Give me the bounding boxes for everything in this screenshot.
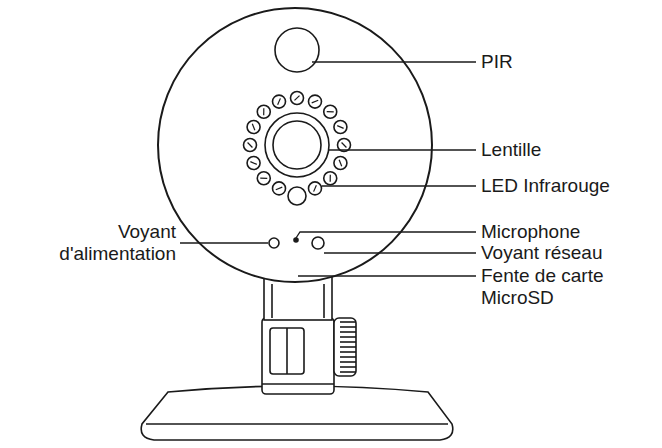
knurl-stroke — [340, 341, 356, 343]
knob — [334, 318, 356, 376]
ir-led-mark — [314, 185, 317, 191]
knurl-stroke — [340, 336, 356, 338]
leader-line — [312, 61, 476, 62]
bracket-line — [262, 383, 334, 385]
ir-led — [334, 121, 347, 134]
leader-line — [180, 242, 268, 243]
leader-line — [329, 149, 476, 150]
ir-led-mark — [294, 96, 299, 101]
ir-led — [247, 156, 260, 169]
ir-led-mark — [252, 124, 255, 131]
knurl-stroke — [340, 361, 356, 363]
ir-led-mark — [327, 111, 334, 112]
ir-led-mark — [330, 175, 331, 182]
ir-led-mark — [276, 187, 283, 190]
neck-line — [323, 284, 325, 318]
light-sensor — [288, 187, 306, 205]
bracket — [262, 318, 334, 394]
ir-led-mark — [263, 108, 264, 115]
ir-led-mark — [248, 142, 253, 147]
leader-lines — [180, 62, 476, 276]
knurl-stroke — [340, 346, 356, 348]
ir-led-mark — [339, 160, 342, 167]
ir-led — [308, 95, 321, 108]
lens-inner — [273, 121, 321, 169]
ir-led — [291, 92, 304, 105]
leader-line — [324, 252, 476, 253]
ir-led-mark — [342, 142, 347, 147]
knurl-stroke — [340, 371, 356, 373]
ir-led — [334, 156, 347, 169]
part-label: Fente de carte MicroSD — [481, 265, 631, 309]
network-led — [312, 237, 324, 249]
power-led — [269, 238, 279, 248]
knurl-stroke — [340, 326, 356, 328]
microphone-hole — [294, 238, 298, 242]
part-label: Microphone — [481, 221, 651, 243]
knurl-stroke — [340, 321, 356, 323]
ir-led — [244, 139, 257, 152]
knurl-stroke — [340, 351, 356, 353]
pir-sensor — [275, 28, 319, 72]
lens-outer — [265, 113, 329, 177]
ir-led-mark — [312, 100, 319, 103]
ir-led-mark — [250, 162, 256, 165]
hinge — [270, 328, 304, 374]
ir-led-mark — [260, 178, 267, 179]
part-label: Voyant réseau — [481, 242, 651, 264]
part-label: Voyant d'alimentation — [11, 221, 176, 265]
ir-led — [247, 121, 260, 134]
neck-line — [271, 284, 273, 318]
ir-leds — [244, 92, 351, 195]
knurl-stroke — [340, 356, 356, 358]
camera-head — [158, 8, 432, 282]
part-label: Lentille — [481, 139, 651, 161]
leader-line — [322, 185, 476, 186]
ir-led-mark — [337, 126, 343, 129]
ir-led — [324, 105, 337, 118]
knurl-stroke — [340, 366, 356, 368]
base-edge — [146, 423, 448, 425]
leader-line — [298, 275, 476, 276]
part-label: PIR — [481, 51, 651, 73]
part-label: LED Infrarouge — [481, 175, 651, 197]
ir-led — [257, 172, 270, 185]
ir-led — [273, 95, 286, 108]
ir-led — [273, 182, 286, 195]
leader-line — [296, 232, 476, 238]
ir-led-mark — [278, 98, 281, 104]
ir-led — [324, 172, 337, 185]
ir-led — [308, 182, 321, 195]
knurl-stroke — [340, 331, 356, 333]
hinge-line — [286, 328, 288, 374]
ir-led — [257, 105, 270, 118]
knob-knurling — [340, 322, 356, 372]
